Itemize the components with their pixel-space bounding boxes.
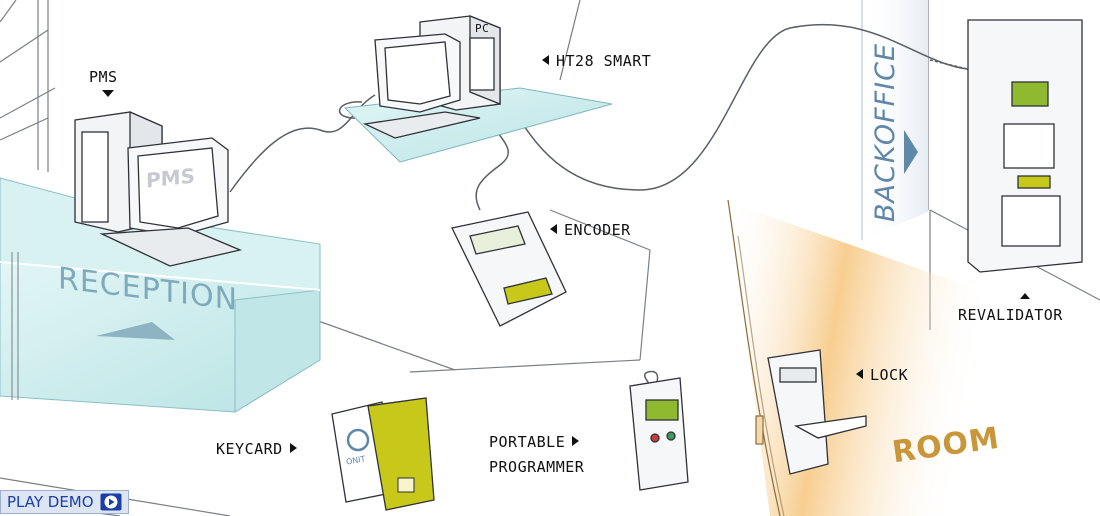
portable-label: PORTABLE [489, 433, 579, 451]
revalidator-device [967, 19, 1083, 273]
backoffice-arrow [904, 130, 918, 174]
pms-down-arrow-icon [102, 90, 114, 97]
room-door [727, 199, 785, 516]
revalidator-label: REVALIDATOR [958, 306, 1063, 324]
encoder-label: ENCODER [550, 221, 631, 239]
portable-programmer-device [629, 377, 689, 491]
pms-computer [74, 111, 243, 267]
backoffice-wall [862, 0, 928, 240]
keycard-label: KEYCARD [216, 440, 297, 458]
pc-label: PC [475, 22, 490, 35]
revalidator-up-arrow-icon [1020, 293, 1030, 299]
backoffice-label: BACKOFFICE [870, 42, 901, 222]
lock-label: LOCK [856, 366, 908, 384]
play-demo-icon [100, 493, 122, 511]
pms-label: PMS [89, 68, 118, 86]
programmer-label: PROGRAMMER [489, 458, 585, 476]
pc-monitor [362, 33, 481, 139]
door-lock [767, 349, 867, 475]
play-demo-button[interactable]: PLAY DEMO [0, 490, 129, 514]
keycards [331, 397, 435, 511]
encoder-device [451, 211, 567, 327]
play-demo-label: PLAY DEMO [7, 493, 94, 511]
ht28-smart-label: HT28 SMART [542, 52, 651, 70]
monitor-pms-text: PMS [146, 163, 195, 193]
